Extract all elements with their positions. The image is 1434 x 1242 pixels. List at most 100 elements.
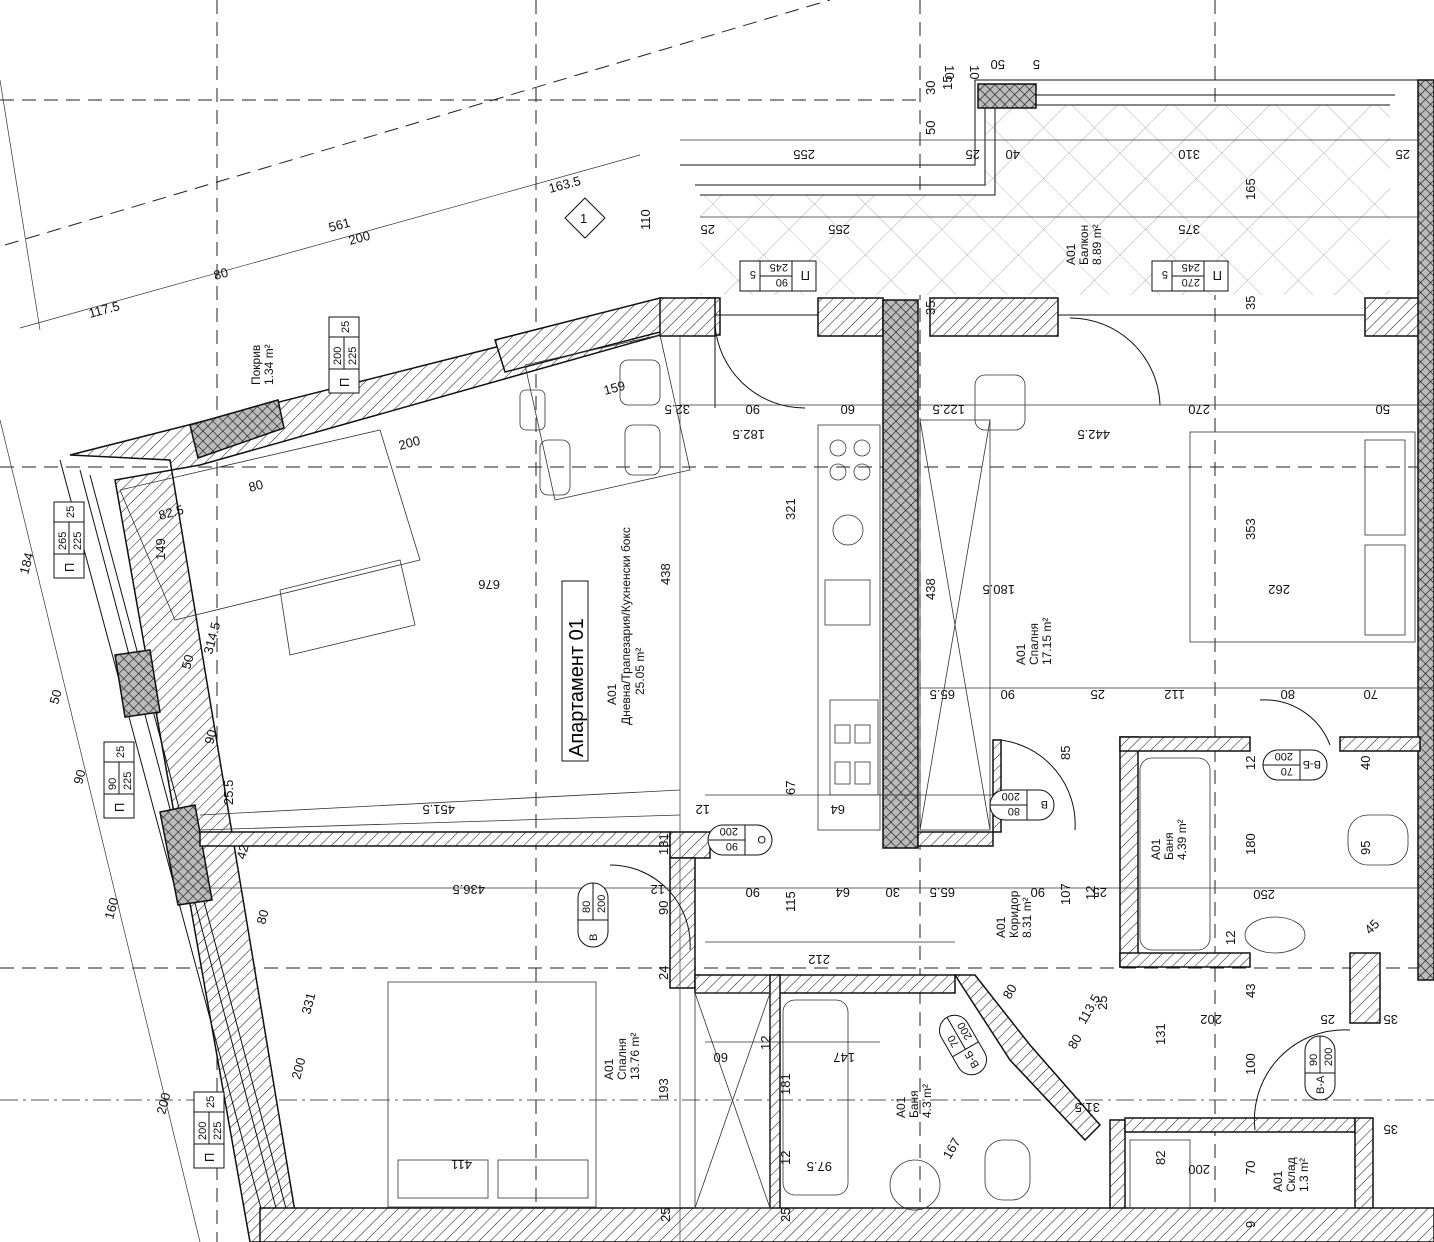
dimension-value: 80 [1000, 981, 1020, 1001]
svg-text:Дневна/Трапезария/Кухненски бо: Дневна/Трапезария/Кухненски бокс [619, 527, 633, 725]
dimension-value: 131 [656, 833, 671, 855]
window-tag: П 270 245 5 [1151, 260, 1229, 292]
dimension-value: 35 [923, 301, 938, 315]
dimension-value: 90 [1031, 885, 1045, 900]
window-tag-width: 270 [1182, 276, 1200, 288]
svg-text:4.3 m²: 4.3 m² [920, 1084, 934, 1118]
svg-text:A01: A01 [1014, 643, 1028, 665]
svg-text:Покрив: Покрив [249, 345, 263, 385]
balcony-area [680, 79, 1420, 295]
dimension-value: 43 [1243, 984, 1258, 998]
dimension-value: 80 [1065, 1031, 1085, 1051]
dimension-value: 165 [1243, 178, 1258, 200]
dimension-value: 442.5 [1077, 427, 1110, 442]
bedroom2-furniture [387, 981, 771, 1209]
svg-text:Балкон: Балкон [1077, 225, 1091, 265]
dimension-value: 64 [831, 802, 845, 817]
dimension-value: 9 [1243, 1221, 1258, 1228]
dimension-value: 90 [1001, 687, 1015, 702]
dimension-value: 60 [714, 1050, 728, 1065]
svg-text:A01: A01 [1271, 1170, 1285, 1192]
dimension-value: 95 [1358, 841, 1373, 855]
living-furniture [119, 334, 691, 831]
window-tag-height: 245 [770, 261, 788, 273]
svg-text:17.15 m²: 17.15 m² [1040, 618, 1054, 665]
dimension-value: 42 [233, 843, 251, 861]
dimension-value: 193 [656, 1078, 671, 1100]
dimension-value: 262 [1268, 582, 1290, 597]
interior-walls [199, 736, 1434, 1242]
dimension-value: 90 [746, 402, 760, 417]
svg-text:8.89 m²: 8.89 m² [1090, 224, 1104, 265]
bedroom1-furniture [919, 374, 1416, 831]
dimension-value: 25 [1396, 147, 1410, 162]
room-label-bathroom2: A01 Баня 4.3 m² [894, 1084, 934, 1118]
dimension-value: 12 [778, 1151, 793, 1165]
svg-text:Спалня: Спалня [1027, 623, 1041, 665]
door-tag-letter: О [757, 833, 766, 845]
dimension-value: 50 [1376, 402, 1390, 417]
door-tag-width: 70 [1281, 765, 1293, 777]
dimension-value: 180.5 [982, 582, 1015, 597]
dimension-value: 40 [1358, 756, 1373, 770]
dimension-value: 70 [1364, 687, 1378, 702]
window-tag-width: 265 [57, 532, 69, 550]
svg-text:Баня: Баня [907, 1090, 921, 1118]
dimension-value: 90 [746, 885, 760, 900]
dimension-value: 200 [1188, 1162, 1210, 1177]
dimension-value: 24 [656, 966, 671, 980]
svg-text:Спалня: Спалня [615, 1038, 629, 1080]
window-tag-height: 225 [347, 347, 359, 365]
svg-text:8.31 m²: 8.31 m² [1020, 897, 1034, 938]
svg-text:Коридор: Коридор [1007, 890, 1021, 938]
dimension-value: 331 [298, 991, 318, 1016]
dimension-value: 50 [991, 57, 1005, 72]
dimension-value: 90 [656, 901, 671, 915]
dimension-value: 561 [327, 215, 352, 235]
dimension-value: 310 [1178, 147, 1200, 162]
dimension-value: 202 [1200, 1012, 1222, 1027]
dimension-value: 438 [658, 563, 673, 585]
door-tag-width: 80 [1008, 805, 1020, 817]
window-tag-width: 90 [107, 778, 119, 790]
window-tag-sill: 5 [1162, 268, 1168, 280]
bathroom2-fixtures [782, 999, 1191, 1211]
dimension-value: 97.5 [807, 1159, 832, 1174]
dimension-value: 167 [940, 1135, 964, 1161]
door-tag-width: 90 [1308, 1054, 1320, 1066]
dimension-value: 100 [1243, 1053, 1258, 1075]
kitchen-counter [817, 424, 881, 831]
dimension-value: 50 [178, 653, 196, 671]
dimension-value: 45 [1362, 916, 1383, 937]
svg-text:A01: A01 [994, 916, 1008, 938]
dimension-value: 438 [923, 578, 938, 600]
window-tag-height: 245 [1182, 261, 1200, 273]
dimension-value: 65.5 [930, 885, 955, 900]
dimension-value: 82.5 [157, 502, 185, 523]
room-label-roof: Покрив 1.34 m² [249, 344, 276, 385]
dimension-value: 436.5 [452, 882, 485, 897]
dimension-value: 122.5 [932, 402, 965, 417]
exterior-wall-top [659, 297, 1426, 337]
dimension-value: 32.5 [665, 402, 690, 417]
dimension-value: 60 [841, 402, 855, 417]
door-tag-height: 200 [596, 895, 608, 913]
door-tag-height: 200 [1323, 1048, 1335, 1066]
svg-text:Баня: Баня [1162, 832, 1176, 860]
dimension-value: 12 [651, 882, 665, 897]
dimension-value: 12 [1243, 756, 1258, 770]
exterior-wall-left [59, 297, 721, 1242]
dimension-value: 64 [836, 885, 850, 900]
window-tag-letter: П [1213, 268, 1222, 283]
dimension-value: 112 [1164, 687, 1185, 702]
window-tag-letter: П [112, 803, 127, 812]
window-tag-height: 225 [72, 532, 84, 550]
window-tag-width: 90 [776, 276, 788, 288]
grid-marker: 1 [564, 197, 606, 239]
room-label-balcony: A01 Балкон 8.89 m² [1064, 224, 1104, 265]
